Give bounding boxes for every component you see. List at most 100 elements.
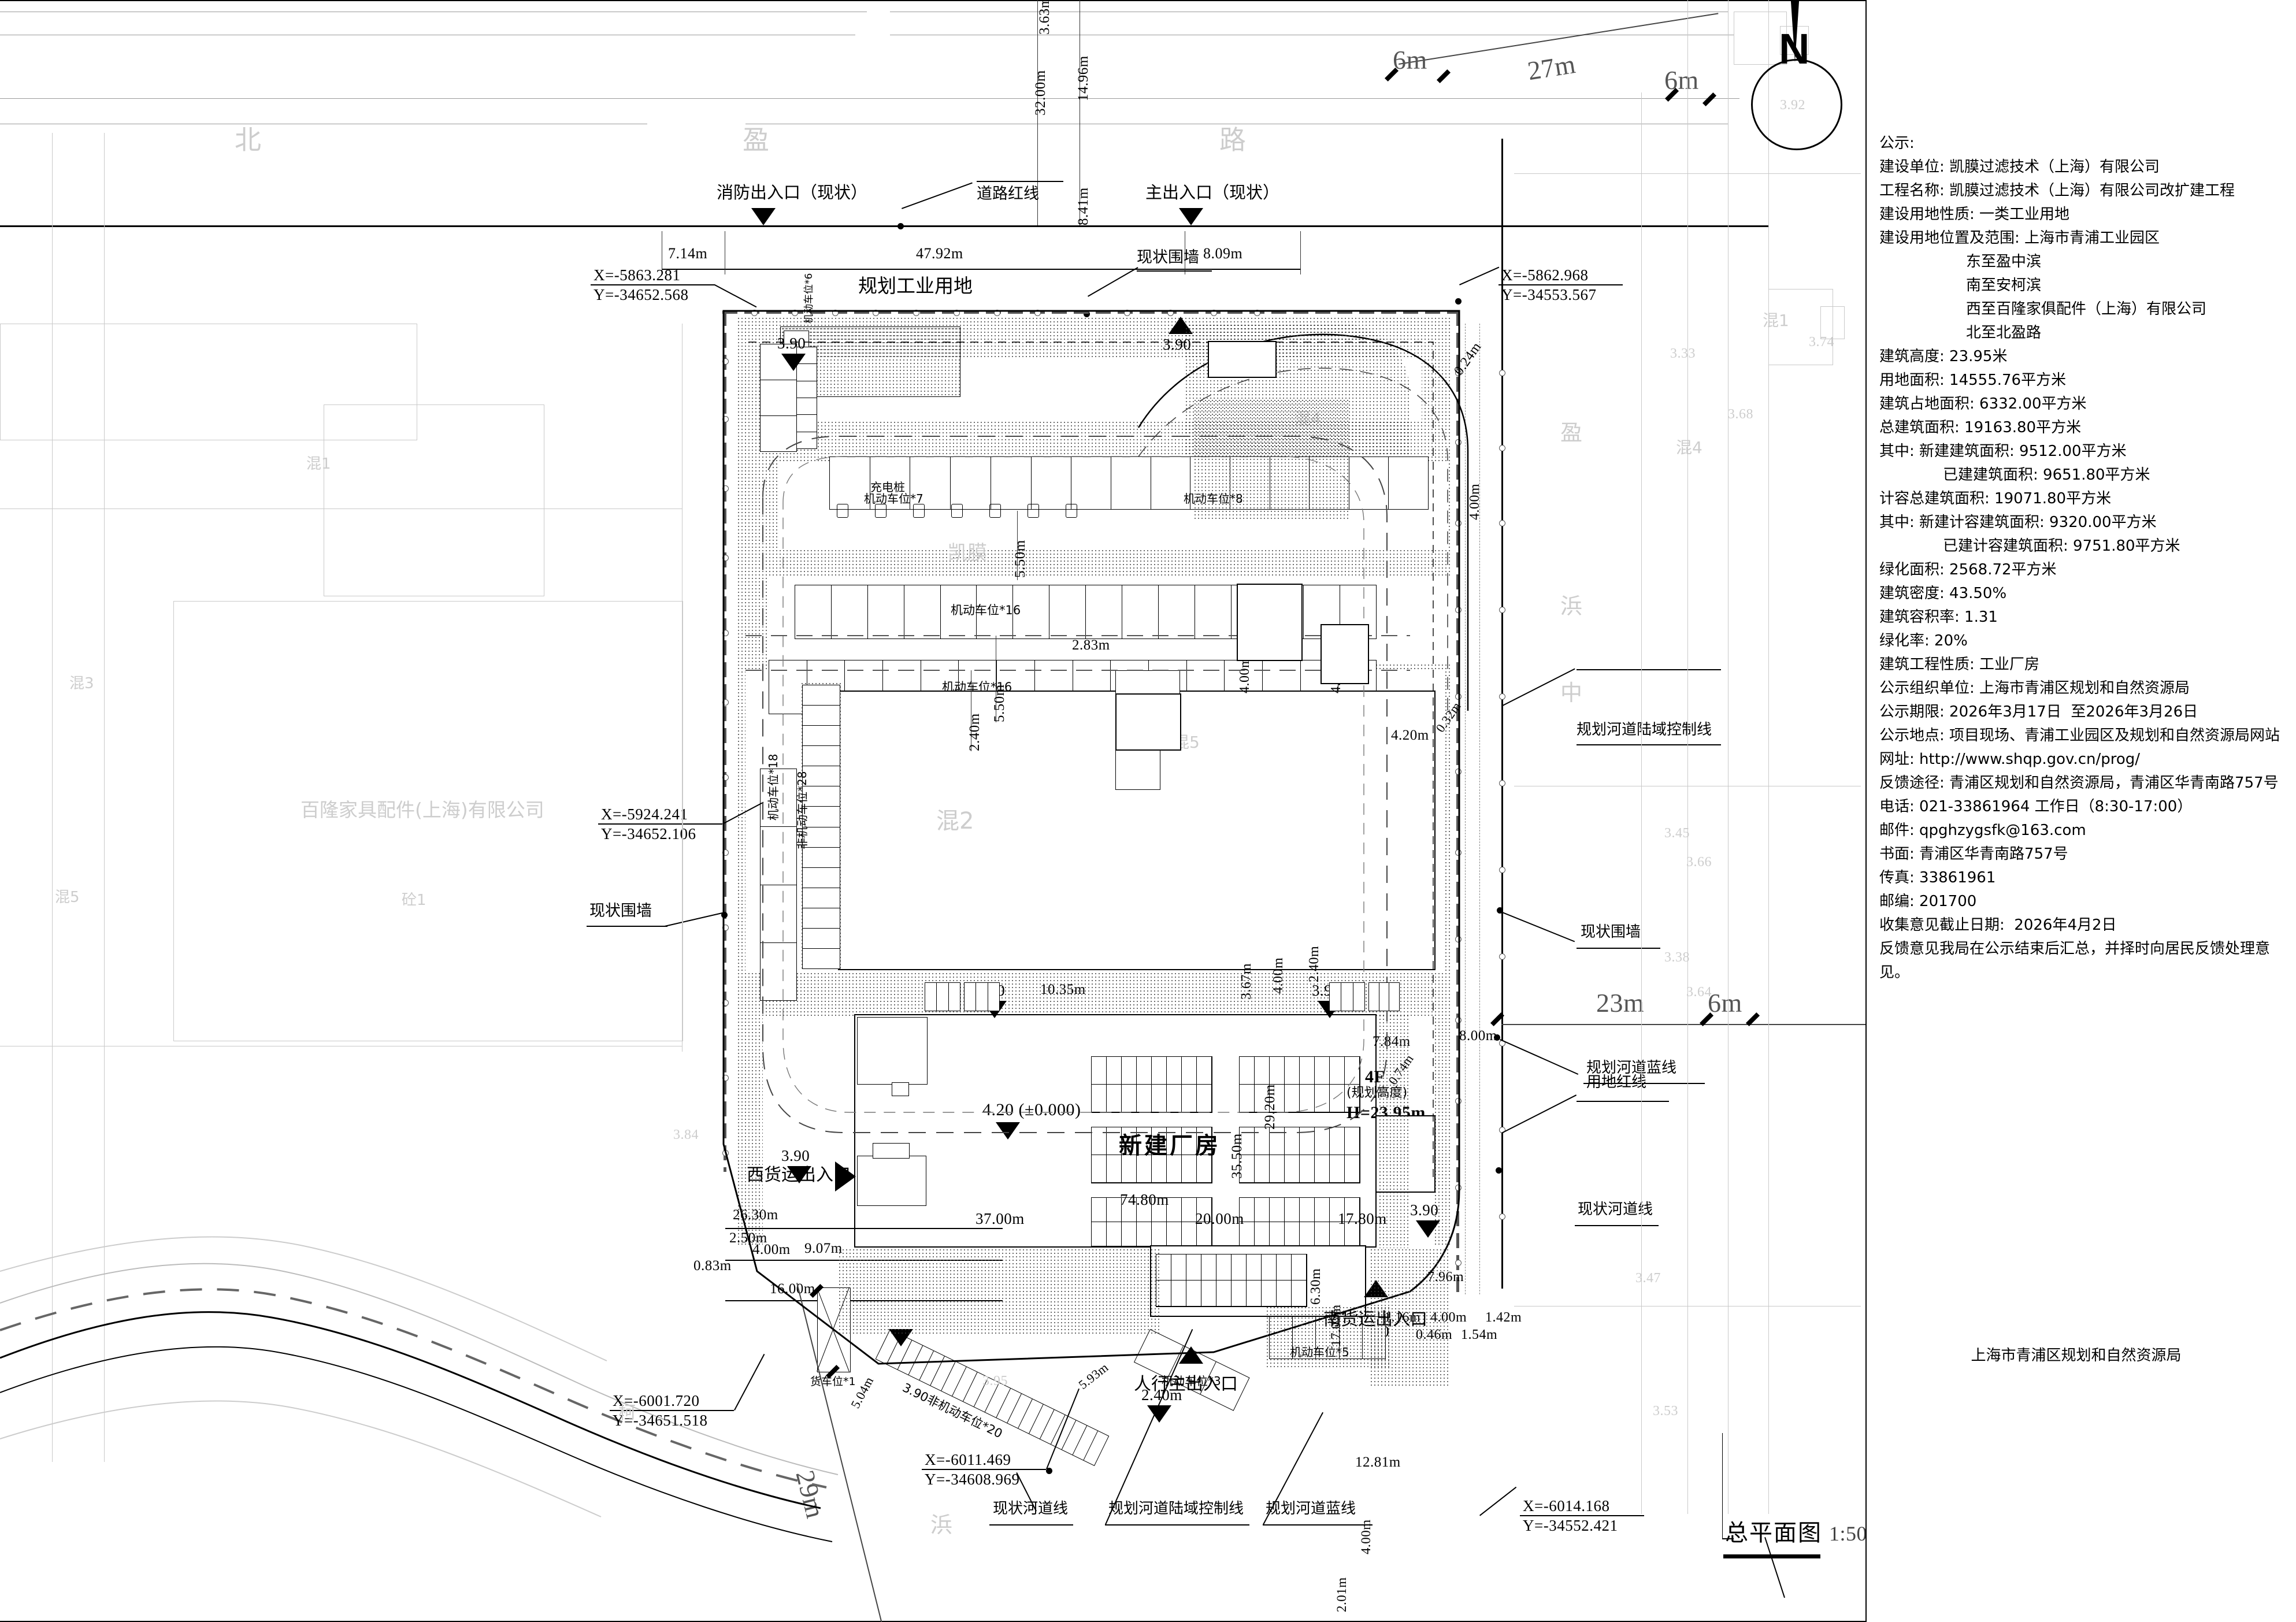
dimension-1-42m: 1.42m	[1485, 1310, 1522, 1325]
existing-river-point	[1046, 1468, 1052, 1474]
dimension-6m-e: 6m	[1708, 988, 1742, 1018]
coordinate-x-2: X=-5924.241	[601, 806, 688, 823]
spot-elevation-a: 3.90	[781, 1147, 810, 1164]
coordinate-x-1: X=-5862.968	[1501, 266, 1589, 284]
dimension-14-96m: 14.96m	[1075, 55, 1091, 101]
coordinate-y-4: Y=-34608.969	[925, 1471, 1020, 1488]
ghost-spot-3-64: 3.64	[1686, 985, 1712, 1000]
dimension-23m: 23m	[1596, 988, 1645, 1018]
ghost-spot-3-33: 3.33	[1670, 346, 1696, 361]
dimension-8-41m: 8.41m	[1075, 187, 1091, 225]
dimension-2-01m: 2.01m	[1334, 1577, 1349, 1612]
dimension-0-83m: 0.83m	[693, 1258, 732, 1274]
ghost-spot-3-53: 3.53	[1653, 1404, 1678, 1419]
main-entrance-marker	[1179, 208, 1203, 225]
notice-line-32: 收集意见截止日期: 2026年4月2日	[1879, 916, 2117, 934]
river-blue-line	[1501, 139, 1503, 1289]
river-bottom-left	[0, 1236, 839, 1542]
dimension-32-00m: 32.00m	[1033, 70, 1048, 116]
dimension-47-92m: 47.92m	[916, 245, 963, 262]
site-wall-north	[722, 311, 1456, 314]
notice-line-4: 东至盈中滨	[1966, 253, 2042, 270]
green-south-a	[838, 1248, 1162, 1335]
ghost-label-kaimo: 凯膜	[948, 541, 987, 565]
north-label: N	[1779, 25, 1810, 73]
issuing-authority: 上海市青浦区规划和自然资源局	[1971, 1347, 2182, 1364]
entrance-label-fire: 消防出入口（现状）	[717, 183, 868, 202]
roof-grid-e	[1091, 1197, 1212, 1247]
notice-line-24: 公示地点: 项目现场、青浦工业园区及规划和自然资源局网站	[1879, 727, 2280, 744]
notice-line-16: 已建计容建筑面积: 9751.80平方米	[1943, 537, 2180, 555]
notice-line-25: 网址: http://www.shqp.gov.cn/prog/	[1879, 751, 2141, 768]
dimension-8-09m: 8.09m	[1203, 245, 1243, 262]
notice-line-6: 西至百隆家俱配件（上海）有限公司	[1966, 300, 2207, 318]
notice-line-31: 邮编: 201700	[1879, 893, 1977, 910]
notice-line-15: 其中: 新建计容建筑面积: 9320.00平方米	[1879, 514, 2157, 531]
coordinate-y-2: Y=-34652.106	[601, 825, 696, 842]
parking-col-west-b	[760, 769, 797, 1001]
elevation-marker	[996, 1122, 1020, 1140]
callout-existing-wall-left: 现状围墙	[589, 902, 652, 920]
dimension-27m: 27m	[1525, 49, 1578, 86]
road-redline-point	[897, 223, 904, 229]
label-planned-industrial-land: 规划工业用地	[858, 274, 973, 297]
callout-existing-river-right: 现状河道线	[1578, 1201, 1653, 1218]
factory-roof-vent	[925, 982, 1400, 1011]
dimension-1-54m: 1.54m	[1461, 1327, 1498, 1342]
west-freight-entrance-marker	[835, 1161, 856, 1192]
ghost-spot-3-47: 3.47	[1635, 1271, 1661, 1286]
ghost-label-hun2: 混2	[936, 808, 974, 834]
dimension-4-20m-e: 4.20m	[1391, 728, 1429, 743]
parking-label-2: 机动车位*7	[864, 492, 923, 506]
notice-line-17: 绿化面积: 2568.72平方米	[1879, 561, 2057, 578]
ghost-spot-3-66: 3.66	[1686, 855, 1712, 870]
parking-label-5: 机动车位*16	[942, 680, 1012, 694]
notice-line-8: 建筑高度: 23.95米	[1879, 348, 2008, 365]
existing-wall-point-top	[1084, 311, 1090, 317]
entrance-label-main: 主出入口（现状）	[1145, 183, 1280, 202]
ghost-spot-3-45: 3.45	[1664, 826, 1690, 841]
callout-river-land-control-1: 规划河道陆域控制线	[1577, 721, 1712, 738]
roof-grid-annex	[1156, 1254, 1307, 1307]
fire-entrance-marker	[751, 208, 776, 225]
dimension-9-07m: 9.07m	[804, 1241, 843, 1256]
existing-wall-point-east	[1497, 907, 1503, 914]
coordinate-point-1	[1455, 298, 1462, 305]
notice-line-12: 其中: 新建建筑面积: 9512.00平方米	[1879, 443, 2127, 460]
notice-line-28: 邮件: qpghzygsfk@163.com	[1879, 822, 2086, 839]
ghost-spot-3-95: 3.95	[982, 1374, 1008, 1389]
sheet-border-bottom	[0, 1621, 2296, 1622]
roof-grid-c	[1091, 1127, 1212, 1183]
notice-line-1: 工程名称: 凯膜过滤技术（上海）有限公司改扩建工程	[1879, 182, 2235, 199]
coordinate-x-4: X=-6011.469	[925, 1451, 1011, 1468]
notice-line-10: 建筑占地面积: 6332.00平方米	[1879, 395, 2087, 413]
notice-line-0: 建设单位: 凯膜过滤技术（上海）有限公司	[1879, 158, 2160, 176]
parking-col-west-a	[760, 344, 797, 452]
notice-line-30: 传真: 33861961	[1879, 869, 1996, 886]
dimension-10-35m: 10.35m	[1040, 982, 1086, 997]
coordinate-x-3: X=-6001.720	[613, 1392, 700, 1409]
river-blueline-point	[1494, 1034, 1500, 1041]
green-east-strip	[1378, 1014, 1408, 1248]
ghost-spot-3-38: 3.38	[1664, 950, 1690, 965]
drawing-area: 北 盈 路 32.00m 14.96m 8.41m 3.63m 消防出入口（现状…	[0, 0, 1883, 1622]
coordinate-x-5: X=-6014.168	[1523, 1497, 1610, 1515]
callout-road-redline: 道路红线	[977, 185, 1039, 203]
ghost-label-bang-1: 浜	[1560, 593, 1583, 619]
notice-line-18: 建筑密度: 43.50%	[1879, 585, 2007, 602]
ghost-label-ke: 柯	[618, 1403, 636, 1423]
notice-body: 公示: 建设单位: 凯膜过滤技术（上海）有限公司工程名称: 凯膜过滤技术（上海）…	[1879, 132, 2284, 985]
dimension-12-81m: 12.81m	[1355, 1454, 1401, 1470]
ghost-spot-3-84: 3.84	[673, 1127, 699, 1142]
callout-existing-wall-east: 现状围墙	[1581, 923, 1641, 941]
land-redline-point	[1496, 1167, 1502, 1174]
label-west-neighbor: 百隆家具配件(上海)有限公司	[301, 799, 544, 821]
notice-line-7: 北至北盈路	[1966, 324, 2042, 342]
notice-line-2: 建设用地性质: 一类工业用地	[1879, 206, 2070, 223]
dimension-16-00m: 16.00m	[770, 1281, 815, 1297]
coordinate-y-3: Y=-34651.518	[613, 1412, 708, 1429]
notice-panel: 公示: 建设单位: 凯膜过滤技术（上海）有限公司工程名称: 凯膜过滤技术（上海）…	[1865, 0, 2296, 1622]
ghost-label-hun4: 混4	[1676, 438, 1702, 457]
parking-label-9: 机动车位*3	[1162, 1374, 1221, 1388]
ghost-label-bang-2: 浜	[930, 1512, 953, 1538]
